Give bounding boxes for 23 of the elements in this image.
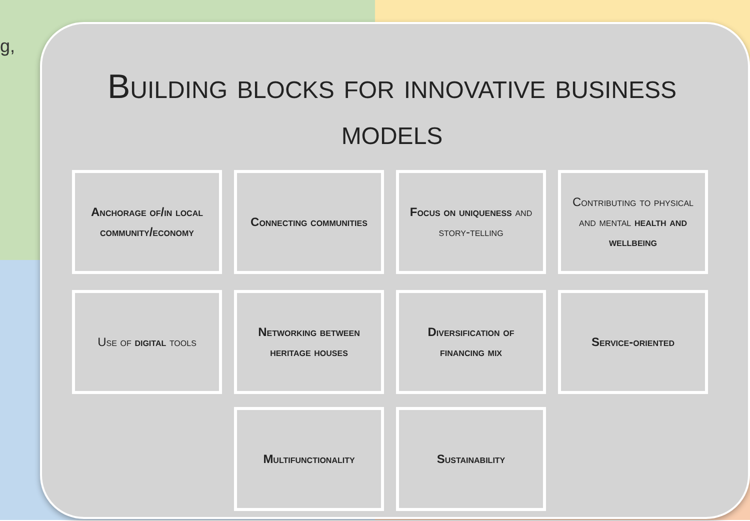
block-label: Contributing to physical and mental health and wellbeing bbox=[572, 194, 694, 251]
block-label: Multifunctionality bbox=[262, 451, 356, 468]
building-block-box bbox=[234, 290, 384, 394]
cut-off-text: g, bbox=[0, 36, 16, 57]
building-block-box bbox=[234, 407, 384, 511]
panel-background bbox=[40, 22, 750, 519]
building-block-box bbox=[558, 290, 708, 394]
block-label: Connecting communities bbox=[250, 214, 368, 231]
block-label: Sustainability bbox=[436, 451, 506, 468]
building-block-box bbox=[234, 170, 384, 274]
building-block-box bbox=[72, 290, 222, 394]
building-block-box bbox=[396, 407, 546, 511]
title: Building blocks for innovative business models bbox=[106, 67, 678, 154]
building-block-box bbox=[396, 290, 546, 394]
block-label: Anchorage of/in local community/economy bbox=[90, 204, 204, 241]
block-label: Diversification of financing mix bbox=[426, 324, 516, 361]
building-block-box bbox=[558, 170, 708, 274]
block-label: Service-oriented bbox=[590, 334, 676, 351]
block-label: Focus on uniqueness and story-telling bbox=[408, 204, 534, 241]
building-block-box bbox=[72, 170, 222, 274]
block-label: Use of digital tools bbox=[96, 334, 198, 351]
block-label: Networking between heritage houses bbox=[257, 324, 361, 361]
building-block-box bbox=[396, 170, 546, 274]
